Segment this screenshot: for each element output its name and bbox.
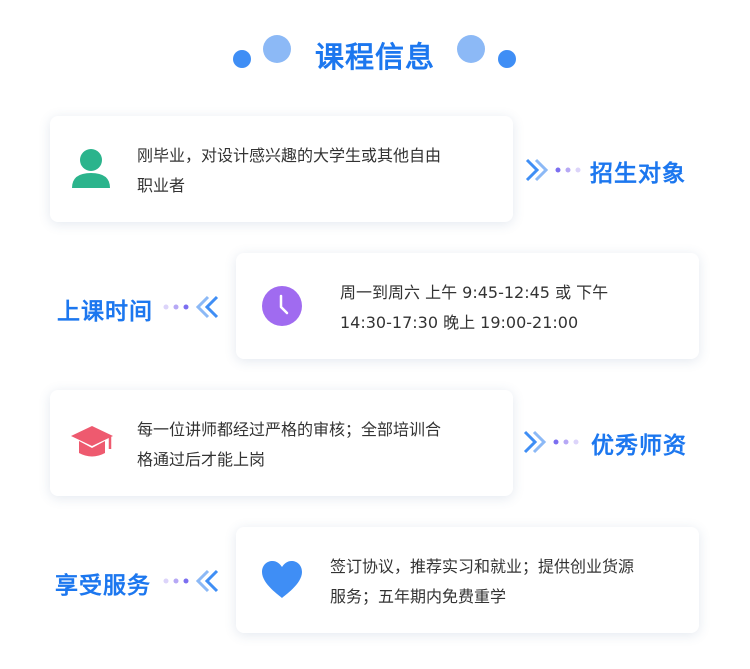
clock-icon (262, 286, 302, 326)
connector-arrow (163, 295, 219, 319)
card-text: 每一位讲师都经过严格的审核；全部培训合 格通过后才能上岗 (137, 415, 441, 475)
decor-dot (498, 50, 516, 68)
card-text-line: 14:30-17:30 晚上 19:00-21:00 (340, 313, 579, 332)
page-title: 课程信息 (314, 40, 435, 74)
connector-arrow (163, 569, 219, 593)
card-text: 周一到周六 上午 9:45-12:45 或 下午 14:30-17:30 晚上 … (340, 278, 608, 338)
section-tag: 招生对象 (590, 161, 686, 187)
card-text-line: 服务；五年期内免费重学 (330, 587, 507, 606)
card-text-line: 格通过后才能上岗 (137, 450, 266, 469)
header: 课程信息 (0, 30, 750, 80)
section-tag: 上课时间 (57, 299, 153, 325)
connector-arrow (525, 158, 581, 182)
decor-dot (263, 35, 291, 63)
card-text: 签订协议，推荐实习和就业；提供创业货源 服务；五年期内免费重学 (330, 552, 634, 612)
decor-dot (233, 50, 251, 68)
info-card-services: 签订协议，推荐实习和就业；提供创业货源 服务；五年期内免费重学 (236, 527, 699, 633)
card-text-line: 周一到周六 上午 9:45-12:45 或 下午 (340, 283, 609, 302)
card-text-line: 每一位讲师都经过严格的审核；全部培训合 (137, 420, 442, 439)
connector-arrow (523, 430, 579, 454)
card-text-line: 刚毕业，对设计感兴趣的大学生或其他自由 (137, 146, 442, 165)
decor-dot (457, 35, 485, 63)
card-text-line: 职业者 (137, 176, 186, 195)
card-text-line: 签订协议，推荐实习和就业；提供创业货源 (330, 557, 635, 576)
info-card-target: 刚毕业，对设计感兴趣的大学生或其他自由 职业者 (50, 116, 513, 222)
info-card-schedule: 周一到周六 上午 9:45-12:45 或 下午 14:30-17:30 晚上 … (236, 253, 699, 359)
graduation-cap-icon (71, 426, 113, 457)
info-card-teachers: 每一位讲师都经过严格的审核；全部培训合 格通过后才能上岗 (50, 390, 513, 496)
card-text: 刚毕业，对设计感兴趣的大学生或其他自由 职业者 (137, 141, 441, 201)
heart-icon (262, 561, 302, 598)
section-tag: 享受服务 (55, 573, 151, 599)
section-tag: 优秀师资 (591, 433, 687, 459)
user-icon (72, 149, 110, 188)
